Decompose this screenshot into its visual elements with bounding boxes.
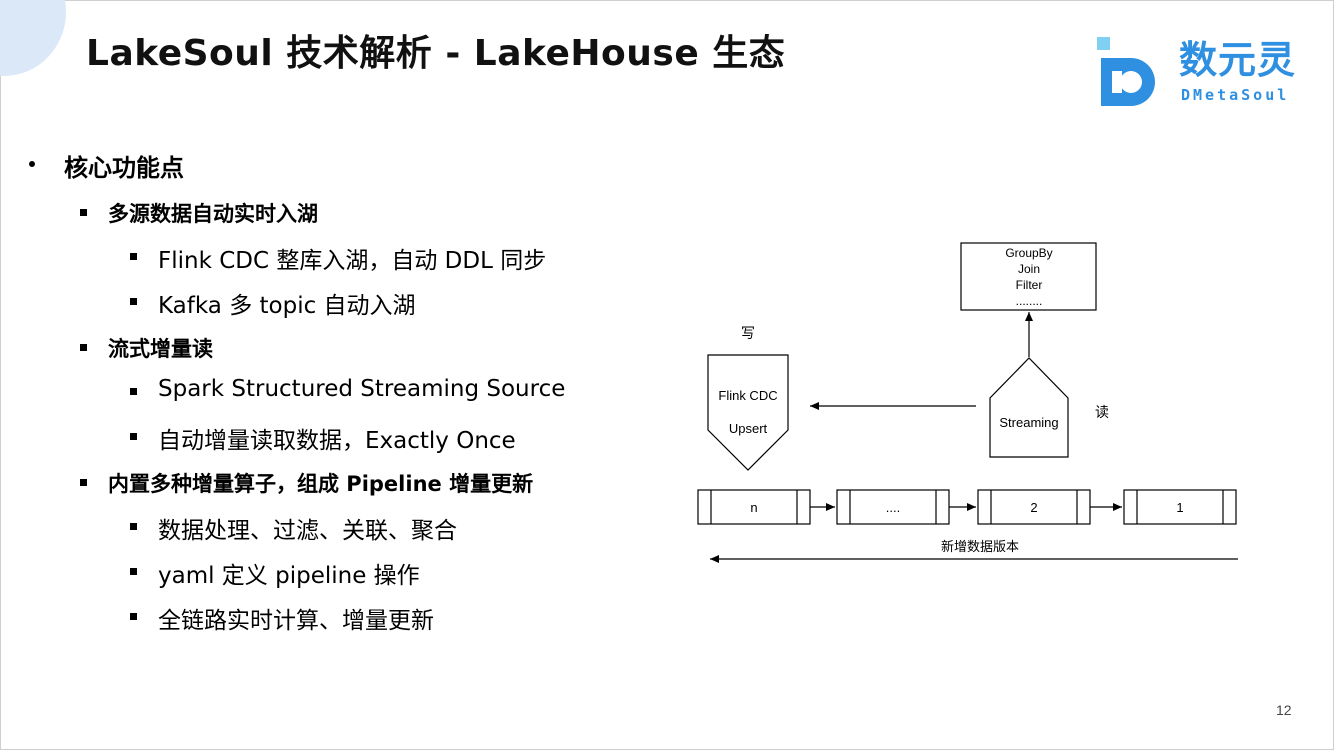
version-box: n xyxy=(697,489,811,525)
brand-logo: 数元灵 DMetaSoul xyxy=(1095,36,1305,110)
slide-title: LakeSoul 技术解析 - LakeHouse 生态 xyxy=(86,33,786,74)
list-item: Spark Structured Streaming Source xyxy=(158,376,566,402)
page-number: 12 xyxy=(1276,702,1292,718)
lakehouse-diagram: GroupBy Join Filter ........ Streaming 读… xyxy=(697,242,1238,563)
list-item: yaml 定义 pipeline 操作 xyxy=(158,563,420,589)
op-label: Filter xyxy=(1016,278,1043,292)
flink-cdc-shape xyxy=(707,354,789,471)
main-bullet: 核心功能点 xyxy=(64,154,184,182)
square-bullet-icon xyxy=(130,298,137,305)
streaming-label: Streaming xyxy=(999,415,1058,430)
timeline-label: 新增数据版本 xyxy=(941,539,1019,554)
version-box: 1 xyxy=(1123,489,1237,525)
bullet-dot-icon xyxy=(29,161,35,167)
group-heading: 流式增量读 xyxy=(108,337,213,361)
list-item: 自动增量读取数据，Exactly Once xyxy=(158,428,516,454)
op-label: GroupBy xyxy=(1005,246,1052,260)
version-box: .... xyxy=(836,489,950,525)
group-heading: 多源数据自动实时入湖 xyxy=(108,202,318,226)
logo-english-text: DMetaSoul xyxy=(1181,86,1290,104)
square-bullet-icon xyxy=(80,344,87,351)
square-bullet-icon xyxy=(130,613,137,620)
upsert-label: Upsert xyxy=(729,421,768,436)
operations-box xyxy=(960,242,1097,311)
square-bullet-icon xyxy=(130,433,137,440)
square-bullet-icon xyxy=(130,253,137,260)
flink-cdc-label: Flink CDC xyxy=(718,388,777,403)
list-item: 数据处理、过滤、关联、聚合 xyxy=(158,518,457,544)
version-label: n xyxy=(750,500,757,515)
list-item: Flink CDC 整库入湖，自动 DDL 同步 xyxy=(158,248,547,274)
logo-chinese-text: 数元灵 xyxy=(1179,38,1297,82)
version-label: .... xyxy=(886,500,900,515)
square-bullet-icon xyxy=(130,568,137,575)
version-label: 2 xyxy=(1030,500,1037,515)
version-label: 1 xyxy=(1176,500,1183,515)
version-box: 2 xyxy=(977,489,1091,525)
square-bullet-icon xyxy=(80,479,87,486)
streaming-shape xyxy=(989,357,1069,458)
list-item: Kafka 多 topic 自动入湖 xyxy=(158,293,416,319)
group-heading: 内置多种增量算子，组成 Pipeline 增量更新 xyxy=(108,472,534,496)
write-label: 写 xyxy=(741,325,755,341)
op-label: ........ xyxy=(1016,294,1043,308)
square-bullet-icon xyxy=(130,388,137,395)
read-label: 读 xyxy=(1095,404,1109,420)
square-bullet-icon xyxy=(80,209,87,216)
logo-mark-icon xyxy=(1097,37,1155,106)
square-bullet-icon xyxy=(130,523,137,530)
op-label: Join xyxy=(1018,262,1040,276)
list-item: 全链路实时计算、增量更新 xyxy=(158,608,434,634)
